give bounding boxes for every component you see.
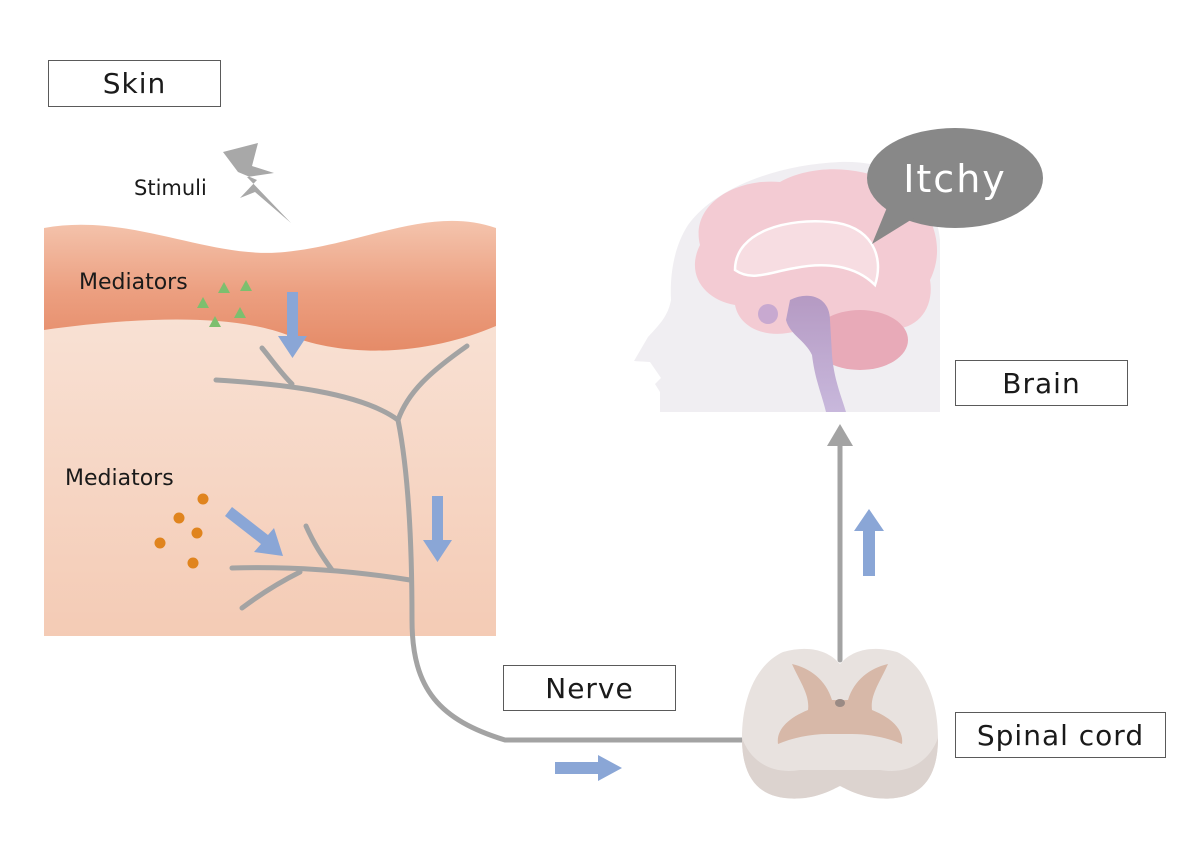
stimuli-label: Stimuli (134, 176, 207, 200)
mediator-dot (154, 537, 166, 549)
nerve-twig-upper (259, 345, 295, 387)
mediator-triangle (197, 297, 209, 308)
mediators-label-top: Mediators (79, 270, 188, 295)
mediator-triangle (218, 282, 230, 293)
nerve-branch-right (395, 343, 470, 423)
brain-label: Brain (955, 360, 1128, 406)
mediator-dot (187, 557, 199, 569)
central-canal (835, 699, 845, 707)
skin-label: Skin (48, 60, 221, 107)
mediator-triangle (240, 280, 252, 291)
signal-arrows (225, 292, 884, 781)
speech-text: Itchy (903, 157, 1007, 201)
spinal-cord-section (742, 648, 938, 799)
speech-bubble-body (867, 128, 1043, 228)
arrow-diagonal-icon (225, 507, 283, 556)
arrow-up-icon (854, 509, 884, 576)
corpus-callosum (733, 220, 880, 288)
arrow-down-icon (423, 496, 452, 562)
mediator-dot (197, 493, 209, 505)
arrow-down-icon (278, 292, 307, 358)
arrow-right-icon (555, 755, 622, 781)
nerve-branch-lower (229, 565, 413, 583)
mediators-label-bottom: Mediators (65, 466, 174, 491)
mediator-triangle (234, 307, 246, 318)
thalamus (758, 304, 778, 324)
spinal-cord-base (742, 738, 938, 799)
mediator-dot (173, 512, 185, 524)
mediator-dots (154, 493, 209, 569)
nerve-twig-lower-a (303, 523, 335, 573)
spinal-cord-label: Spinal cord (955, 712, 1166, 758)
nerve-branch-upper (213, 377, 401, 423)
mediator-triangles (197, 280, 252, 327)
nerve-fiber (213, 343, 843, 743)
lightning-icon (223, 143, 291, 223)
head-illustration (634, 161, 940, 412)
brain-stem (786, 295, 846, 412)
arrowhead-up-icon (827, 424, 853, 446)
mediator-dot (191, 527, 203, 539)
cerebellum (812, 310, 908, 370)
mediator-triangle (209, 316, 221, 327)
nerve-twig-lower-b (239, 569, 303, 611)
nerve-label: Nerve (503, 665, 676, 711)
speech-bubble-tail (872, 205, 914, 244)
speech-bubble: Itchy (867, 128, 1043, 244)
epidermis-layer (44, 220, 496, 351)
nerve-trunk (395, 417, 763, 743)
